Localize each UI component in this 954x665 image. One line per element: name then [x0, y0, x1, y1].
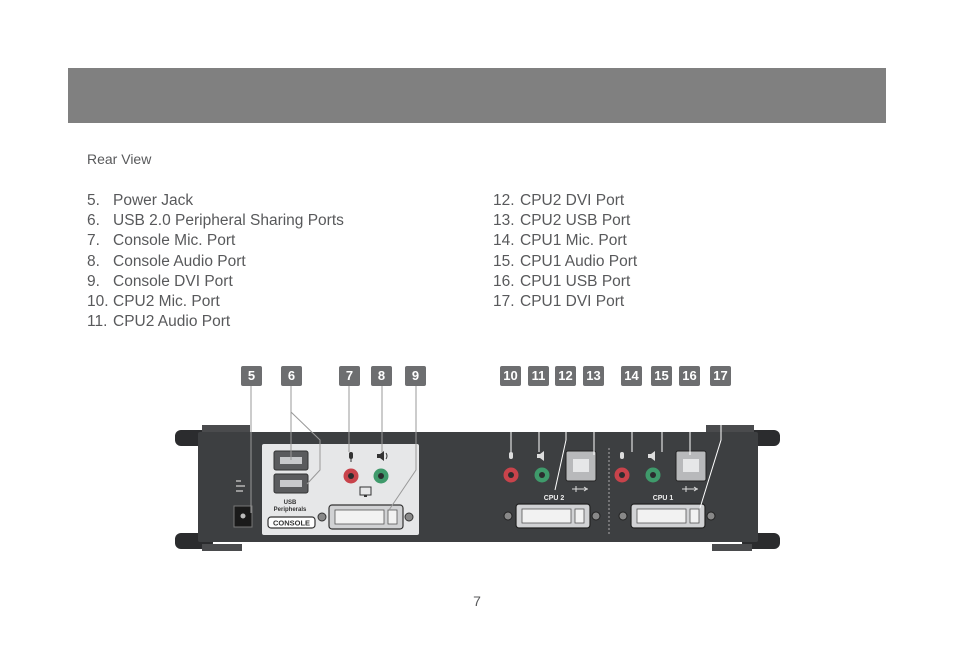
- list-item: 17. CPU1 DVI Port: [493, 292, 637, 312]
- item-number: 12.: [493, 192, 515, 209]
- cpu1-usb-port: [675, 450, 707, 492]
- item-number: 14.: [493, 232, 515, 250]
- item-number: 17.: [493, 293, 515, 311]
- mic-icon: [349, 452, 353, 462]
- callout-15: 15: [651, 366, 672, 386]
- port-list-right: 12. CPU2 DVI Port 13. CPU2 USB Port 14. CPU…: [493, 191, 637, 312]
- callout-13: 13: [583, 366, 604, 386]
- page-number: 7: [473, 593, 481, 609]
- list-item: 15. CPU1 Audio Port: [493, 252, 637, 272]
- item-label: CPU2 Mic. Port: [113, 293, 220, 311]
- callout-5: 5: [241, 366, 262, 386]
- item-label: Power Jack: [113, 192, 194, 209]
- item-number: 5.: [87, 192, 100, 209]
- item-label: CPU1 Mic. Port: [520, 232, 627, 250]
- item-number: 9.: [87, 272, 100, 290]
- port-list-left: 5. Power Jack 6. USB 2.0 Peripheral Sharin…: [87, 191, 344, 332]
- list-item: 14. CPU1 Mic. Port: [493, 231, 637, 251]
- cpu2-dvi-port: [503, 503, 601, 529]
- callout-8: 8: [371, 366, 392, 386]
- item-label: CPU1 Audio Port: [520, 252, 638, 270]
- callout-9: 9: [405, 366, 426, 386]
- speaker-icon: [377, 451, 388, 461]
- callout-11: 11: [528, 366, 549, 386]
- usb-peripherals-label: USB: [284, 500, 297, 506]
- callout-16: 16: [679, 366, 700, 386]
- console-label: CONSOLE: [273, 519, 310, 528]
- item-label: Console DVI Port: [113, 272, 233, 290]
- list-item: 12. CPU2 DVI Port: [493, 191, 637, 211]
- item-number: 16.: [493, 272, 515, 290]
- item-label: CPU1 DVI Port: [520, 293, 625, 311]
- power-jack: [233, 480, 253, 528]
- cpu2-label: CPU 2: [544, 495, 565, 502]
- item-label: CPU2 USB Port: [520, 212, 631, 230]
- item-label: CPU2 Audio Port: [113, 313, 231, 331]
- callout-10: 10: [500, 366, 521, 386]
- cpu1-dvi-port: [618, 503, 716, 529]
- cpu1-mic-port: [614, 452, 630, 483]
- monitor-icon: [359, 486, 372, 497]
- item-number: 8.: [87, 252, 100, 270]
- console-audio-port: [373, 468, 389, 484]
- callout-17: 17: [710, 366, 731, 386]
- item-number: 6.: [87, 212, 100, 230]
- cpu1-label: CPU 1: [653, 495, 674, 502]
- item-number: 11.: [87, 313, 108, 331]
- callout-7: 7: [339, 366, 360, 386]
- console-badge: CONSOLE: [267, 516, 316, 529]
- list-item: 5. Power Jack: [87, 191, 344, 211]
- item-number: 10.: [87, 293, 109, 311]
- header-bar: [68, 68, 886, 123]
- usb-ports-console: [273, 450, 309, 494]
- item-label: Console Mic. Port: [113, 232, 236, 250]
- callout-6: 6: [281, 366, 302, 386]
- item-number: 15.: [493, 252, 515, 270]
- section-title: Rear View: [87, 151, 152, 167]
- callout-14: 14: [621, 366, 642, 386]
- cpu2-mic-port: [503, 452, 519, 483]
- console-dvi-port: [317, 504, 414, 530]
- list-item: 10.CPU2 Mic. Port: [87, 292, 344, 312]
- list-item: 9. Console DVI Port: [87, 272, 344, 292]
- item-number: 7.: [87, 232, 100, 250]
- item-label: CPU1 USB Port: [520, 272, 631, 290]
- list-item: 6. USB 2.0 Peripheral Sharing Ports: [87, 211, 344, 231]
- leader-lines: [250, 386, 722, 513]
- cpu1-audio-port: [645, 451, 661, 483]
- item-number: 13.: [493, 212, 515, 230]
- list-item: 7. Console Mic. Port: [87, 231, 344, 251]
- list-item: 13. CPU2 USB Port: [493, 211, 637, 231]
- usb-peripherals-label-2: Peripherals: [274, 507, 307, 513]
- cpu2-audio-port: [534, 451, 550, 483]
- list-item: 8. Console Audio Port: [87, 252, 344, 272]
- item-label: CPU2 DVI Port: [520, 192, 625, 209]
- list-item: 16. CPU1 USB Port: [493, 272, 637, 292]
- list-item: 11. CPU2 Audio Port: [87, 312, 344, 332]
- item-label: Console Audio Port: [113, 252, 246, 270]
- console-mic-port: [343, 468, 359, 484]
- item-label: USB 2.0 Peripheral Sharing Ports: [113, 212, 344, 230]
- cpu2-usb-port: [565, 450, 597, 492]
- callout-12: 12: [555, 366, 576, 386]
